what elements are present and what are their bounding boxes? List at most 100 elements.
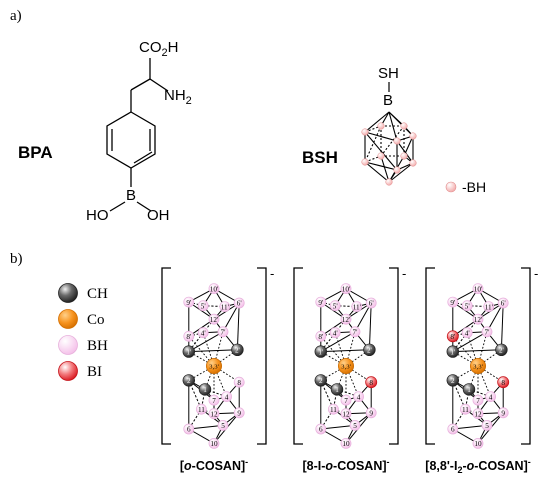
vertex-number: 12': [342, 316, 350, 324]
vertex-bh: [208, 408, 220, 420]
bsh-cage-edge: [364, 125, 382, 133]
vertex-number: 9: [237, 410, 241, 418]
bsh-cage-edge: [380, 155, 390, 183]
vertex-ch: [495, 343, 508, 357]
cage-edge: [222, 302, 240, 333]
vertex-bh: [472, 394, 484, 406]
cage-edge: [368, 302, 372, 350]
cosan-caption-3: [8,8'-I2-o-COSAN]-: [425, 457, 530, 475]
legend-ch-sphere: [58, 283, 78, 303]
cage-edge: [202, 318, 215, 334]
vertex-number: 8': [186, 333, 191, 341]
vertex-number: 11': [353, 303, 361, 311]
bsh-cage-edge: [364, 155, 382, 163]
vertex-number: 2': [499, 347, 504, 355]
cobalt-atom: [337, 357, 355, 375]
cage-edge: [466, 318, 479, 334]
bsh-cage-edge: [364, 161, 398, 171]
bsh-bh-vertex: [409, 159, 417, 167]
cosan-caption-2: [8-I-o-COSAN]-: [302, 457, 389, 473]
vertex-bh: [217, 326, 229, 338]
cage-edge: [188, 424, 224, 430]
vertex-bh: [365, 297, 377, 309]
legend-bi-sphere: [58, 361, 78, 381]
bsh-bh-legend-label: -BH: [462, 179, 486, 195]
vertex-number: 11: [198, 406, 205, 414]
vertex-ch: [182, 374, 196, 387]
cage-edge: [500, 302, 504, 350]
vertex-bh: [497, 297, 509, 309]
vertex-number: 1': [450, 348, 455, 356]
vertex-number: 10': [210, 285, 218, 293]
vertex-number: 6': [369, 300, 374, 308]
vertex-number: 6': [237, 300, 242, 308]
vertex-bh: [208, 283, 220, 294]
bpa-oh-label: OH: [147, 207, 170, 224]
vertex-bh: [340, 394, 352, 406]
vertex-number: 10': [342, 285, 350, 293]
bpa-carboxyl-label: CO2H: [139, 39, 178, 59]
vertex-number: 2: [187, 377, 191, 385]
vertex-bh: [221, 391, 233, 403]
vertex-ch: [462, 383, 476, 396]
vertex-bi: [365, 376, 378, 389]
vertex-ch: [314, 374, 328, 387]
vertex-bh: [197, 300, 209, 312]
cage-edge: [188, 349, 238, 353]
vertex-bh: [349, 420, 361, 431]
vertex-ch: [314, 345, 328, 358]
bsh-cage-edge: [396, 140, 414, 164]
vertex-bh: [233, 376, 245, 388]
vertex-bh: [315, 296, 327, 308]
vertex-bh: [340, 438, 352, 449]
co-bond: [188, 336, 215, 367]
bsh-cage: [361, 82, 417, 186]
vertex-number: 1: [335, 386, 339, 394]
panel-a-label: a): [10, 8, 22, 24]
cobalt-atom: [469, 357, 487, 375]
bracket-left: [293, 267, 303, 445]
vertex-number: 5': [333, 302, 338, 310]
bsh-bh-legend-dot: [445, 181, 457, 193]
bsh-cage-edge: [364, 111, 390, 133]
vertex-bh: [183, 330, 195, 342]
vertex-bi: [497, 376, 510, 389]
vertex-number: 5: [485, 422, 489, 430]
vertex-number: 5: [221, 422, 225, 430]
vertex-ch: [198, 383, 212, 396]
vertex-bh: [472, 283, 484, 294]
bpa-ring-double-bond: [133, 151, 153, 164]
cobalt-label: 3,3': [341, 364, 351, 371]
vertex-bh: [447, 296, 459, 308]
vertex-bh: [315, 423, 327, 435]
anion-charge: -: [534, 266, 538, 281]
vertex-bh: [197, 327, 209, 339]
bpa-bo-bond: [109, 201, 126, 212]
bsh-cage-edge: [364, 161, 390, 183]
bracket-right: [521, 267, 531, 445]
bpa-benzene-ring: [106, 111, 156, 169]
bpa-boron-label: B: [126, 187, 136, 204]
vertex-bh: [208, 313, 220, 325]
vertex-bi: [446, 330, 459, 343]
vertex-number: 12: [474, 410, 482, 418]
vertex-number: 12: [342, 410, 350, 418]
vertex-bh: [340, 408, 352, 420]
bracket-left: [425, 267, 435, 445]
vertex-bh: [233, 407, 245, 419]
vertex-bh: [485, 391, 497, 403]
bsh-bh-vertex: [400, 152, 408, 160]
vertex-bh: [315, 330, 327, 342]
bsh-bh-vertex: [377, 122, 385, 130]
vertex-ch: [182, 345, 196, 358]
vertex-bh: [208, 394, 220, 406]
legend-co-label: Co: [87, 312, 105, 328]
vertex-number: 8: [501, 379, 505, 387]
bpa-name: BPA: [18, 143, 53, 162]
vertex-number: 9': [318, 299, 323, 307]
legend-bh-sphere: [58, 335, 78, 355]
co-bond: [334, 332, 347, 367]
